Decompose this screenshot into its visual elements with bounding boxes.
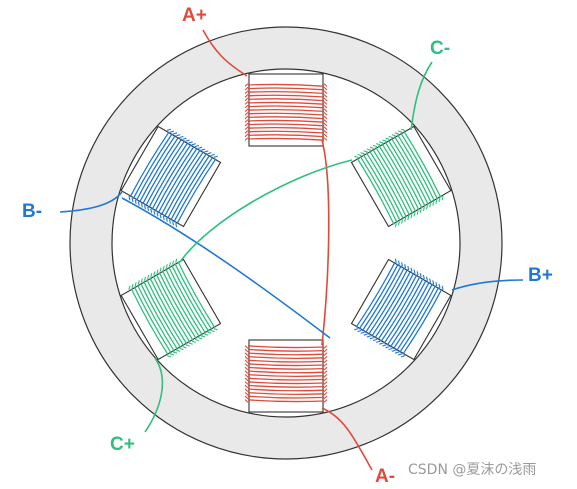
coil-winding [354, 258, 444, 358]
wire-c-bridge [179, 159, 353, 263]
pole-a-plus [244, 73, 328, 147]
coil-winding [128, 128, 218, 228]
wire-c-plus-lead [144, 357, 164, 433]
pole-b-plus [350, 258, 452, 361]
watermark: CSDN @夏沫の浅雨 [408, 462, 536, 478]
label-b-plus: B+ [528, 265, 553, 286]
label-c-plus: C+ [110, 434, 135, 455]
wire-a-plus-lead [202, 29, 248, 77]
wire-a-minus-lead [321, 407, 373, 471]
label-c-minus: C- [430, 38, 450, 59]
wire-b-minus-lead [59, 191, 123, 213]
pole-windings [120, 73, 452, 413]
pole-c-minus [350, 125, 452, 228]
pole-c-plus [120, 258, 222, 361]
connection-wires [59, 29, 524, 471]
label-a-plus: A+ [182, 5, 207, 26]
pole-b-minus [120, 125, 222, 228]
wire-b-bridge [121, 197, 331, 339]
pole-a-minus [244, 339, 328, 413]
label-a-minus: A- [375, 466, 395, 487]
label-b-minus: B- [22, 201, 42, 222]
phase-labels: A+ A- B+ B- C+ C- [22, 5, 553, 487]
coil-winding [128, 258, 218, 358]
wire-a-bridge [321, 139, 330, 346]
coil-winding [354, 128, 444, 228]
coil-winding [244, 345, 328, 403]
wire-b-plus-lead [451, 279, 524, 291]
wire-c-minus-lead [410, 61, 433, 131]
coil-winding [244, 83, 328, 141]
